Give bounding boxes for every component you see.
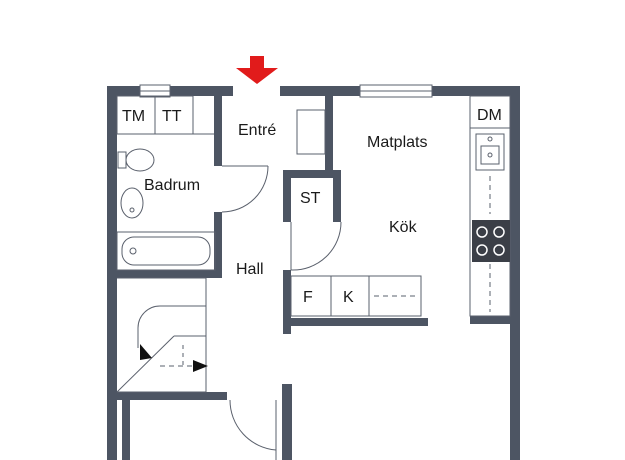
wall-hall-lower xyxy=(282,384,292,460)
kitchen-faucet xyxy=(487,136,493,142)
fk-counter xyxy=(368,275,422,317)
wall-right-inner xyxy=(470,316,520,324)
stove-top xyxy=(472,220,510,262)
toilet-bowl xyxy=(125,148,155,172)
fixture-label-k: K xyxy=(343,289,354,306)
kitchen-fixtures xyxy=(469,95,511,317)
stair-curve xyxy=(137,305,206,348)
bathtub-drain xyxy=(129,247,137,255)
entrance-arrow-shaft xyxy=(250,56,264,70)
fixture-label-f: F xyxy=(303,289,313,306)
bathtub-inner xyxy=(121,236,211,266)
lower-door-swing xyxy=(229,399,277,451)
wall-st-right xyxy=(333,170,341,222)
bathroom-door-swing xyxy=(221,165,269,213)
kitchen-sink-drain xyxy=(487,152,493,158)
wall-fk-bottom xyxy=(283,318,428,326)
stove-burner-3 xyxy=(476,244,488,256)
wall-st-left xyxy=(283,170,291,222)
wall-bath-right-lower xyxy=(214,212,222,278)
fixture-label-tm: TM xyxy=(122,108,145,125)
wall-bath-right-upper xyxy=(214,96,222,166)
windows xyxy=(139,84,433,98)
stair-arrow-right xyxy=(193,360,208,372)
wall-entre-right xyxy=(325,96,333,170)
room-label-matplats: Matplats xyxy=(367,134,427,151)
entre-wardrobe xyxy=(296,109,326,155)
stove-burner-1 xyxy=(476,226,488,238)
wall-right xyxy=(510,86,520,460)
entrance-arrow-head xyxy=(236,68,278,84)
room-label-hall: Hall xyxy=(236,261,264,278)
stove-burner-4 xyxy=(493,244,505,256)
toilet-tank xyxy=(117,151,127,169)
hall-door-swing xyxy=(290,221,342,271)
stair-diag xyxy=(116,335,175,393)
fixture-label-tt: TT xyxy=(162,108,182,125)
room-label-kok: Kök xyxy=(389,219,418,236)
sink-drain xyxy=(129,207,135,213)
stair-arrow-up xyxy=(140,344,152,360)
kitchen-counter xyxy=(469,95,511,317)
kitchen-sink xyxy=(475,133,505,171)
bathtub-outer xyxy=(116,231,216,271)
stove-burner-2 xyxy=(493,226,505,238)
stair-outline xyxy=(117,277,207,393)
room-label-entre: Entré xyxy=(238,122,276,139)
wall-lower-mid xyxy=(117,392,227,400)
bathroom-fixtures xyxy=(116,95,216,271)
fixture-label-st: ST xyxy=(300,190,321,207)
wall-fk-left xyxy=(283,270,291,334)
room-label-badrum: Badrum xyxy=(144,177,200,194)
entrance-arrow xyxy=(236,56,278,84)
doors xyxy=(221,165,342,460)
stove xyxy=(472,220,510,262)
fixture-label-dm: DM xyxy=(477,107,502,124)
stairs xyxy=(116,277,207,393)
walls xyxy=(107,86,520,460)
sink-basin xyxy=(120,187,144,219)
fk-row xyxy=(290,275,422,317)
kitchen-sink-basin xyxy=(480,145,500,165)
wall-lower-short xyxy=(122,400,130,460)
wall-bath-bottom xyxy=(107,270,222,278)
wall-st-top xyxy=(283,170,333,178)
